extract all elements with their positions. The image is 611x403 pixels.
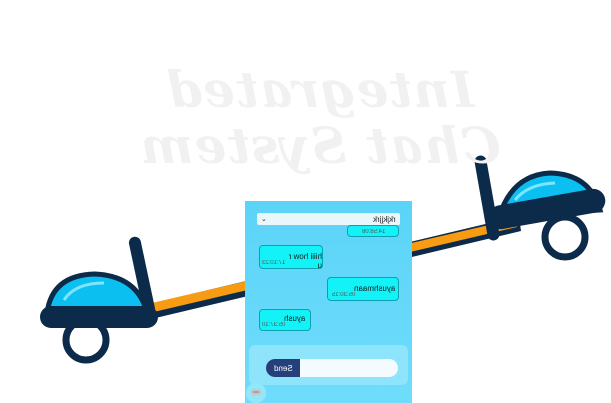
chat-bubble-icon[interactable] [246, 383, 266, 403]
chat-header[interactable]: ⌄ rkjkjjrk [257, 213, 400, 225]
message-text: ayushmaan [354, 284, 396, 293]
message-text: hiiii how r u [288, 252, 322, 270]
message-time: 05:30:15 [332, 292, 356, 298]
seesaw-left-seat [40, 236, 158, 364]
message-time: 05:37:10 [262, 322, 286, 328]
chevron-down-icon[interactable]: ⌄ [261, 216, 267, 223]
chat-message: 14:58:08 [347, 225, 399, 237]
chat-bubble-glyph [251, 389, 261, 397]
page-title: Integrated Chat System [139, 60, 501, 175]
send-button[interactable]: Send [266, 359, 300, 377]
chat-message: hiiii how r u 17:10:23 [259, 245, 323, 270]
message-input[interactable]: Send [266, 359, 398, 377]
message-text: ayush [284, 314, 306, 323]
message-time: 14:58:08 [362, 229, 386, 235]
message-time: 17:10:23 [262, 260, 286, 266]
chat-message: ayush 05:37:10 [259, 309, 311, 331]
chat-message: ayushmaan 05:30:15 [327, 277, 399, 301]
chat-header-name: rkjkjjrk [373, 214, 396, 224]
seesaw-right-seat [474, 155, 606, 261]
